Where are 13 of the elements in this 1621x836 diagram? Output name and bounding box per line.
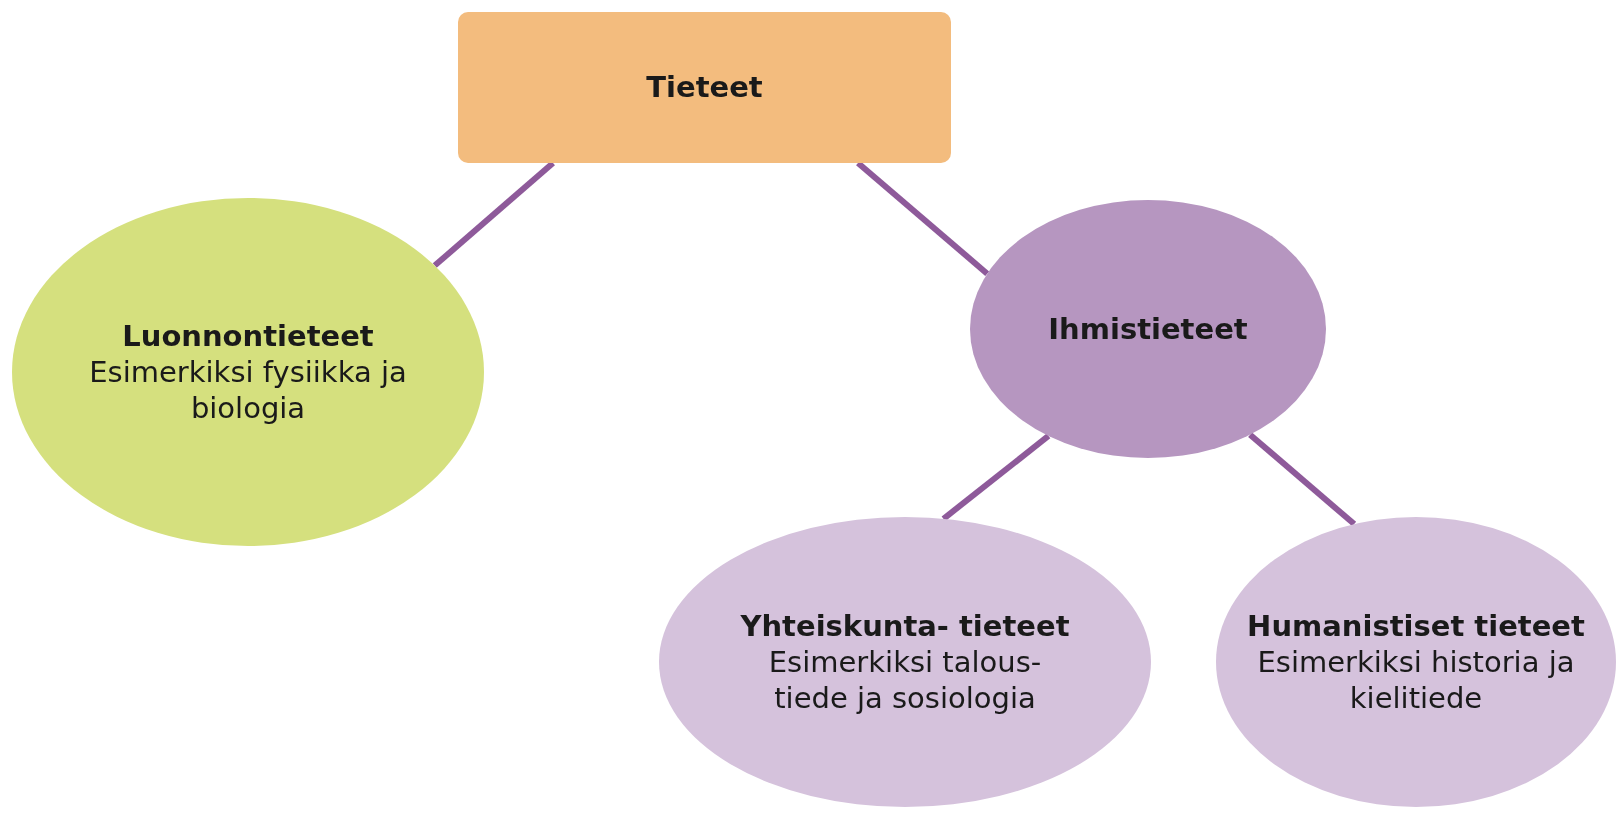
heading: Luonnontieteet bbox=[122, 317, 374, 354]
connector-line bbox=[1248, 432, 1357, 527]
description: Esimerkiksi historia ja kielitiede bbox=[1256, 643, 1576, 717]
heading: Tieteet bbox=[646, 69, 763, 106]
connector-line bbox=[941, 433, 1051, 522]
connector-line bbox=[856, 160, 990, 276]
connector-line bbox=[432, 160, 555, 268]
heading: Humanistiset tieteet bbox=[1247, 607, 1585, 644]
topic-box bbox=[458, 12, 951, 163]
heading: Yhteiskunta- tieteet bbox=[740, 607, 1070, 644]
description: Esimerkiksi talous- tiede ja sosiologia bbox=[767, 643, 1043, 717]
heading: Ihmistieteet bbox=[1048, 310, 1248, 348]
description: Esimerkiksi fysiikka ja biologia bbox=[88, 353, 408, 427]
